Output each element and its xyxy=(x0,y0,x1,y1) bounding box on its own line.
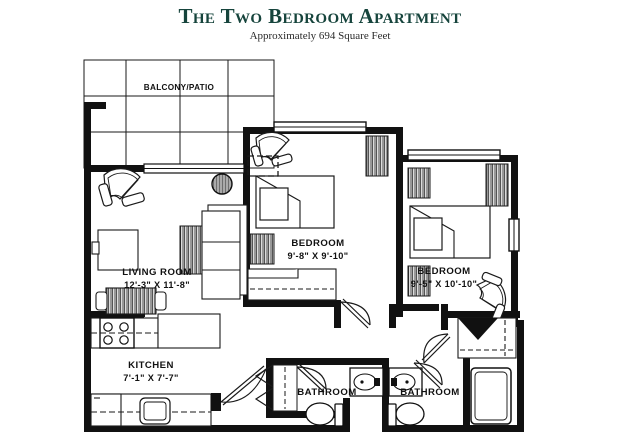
closet-bedroom-1 xyxy=(247,268,337,301)
bed-bedroom-2 xyxy=(409,205,491,259)
toilet-bathroom-1 xyxy=(305,402,344,427)
floorplan-drawing: BALCONY/PATIO xyxy=(78,56,558,438)
page-title: The Two Bedroom Apartment xyxy=(178,4,462,28)
entry-door xyxy=(220,365,267,406)
dresser-bedroom-1-left xyxy=(249,233,275,265)
door-bathroom-2 xyxy=(413,359,443,389)
toilet-bathroom-2 xyxy=(387,402,425,427)
living-room: LIVING ROOM 12'-3" X 11'-8" xyxy=(91,168,248,336)
bedroom-2: BEDROOM 9'-5" X 10'-10" xyxy=(407,163,517,364)
bathroom-1: BATHROOM xyxy=(296,363,384,427)
side-table-round xyxy=(211,173,233,195)
balcony-area: BALCONY/PATIO xyxy=(83,59,275,169)
bedroom-1: BEDROOM 9'-8" X 9'-10" xyxy=(247,131,389,329)
dresser-bedroom-1-top xyxy=(365,135,389,177)
windows xyxy=(143,121,520,252)
bedroom-1-dimensions: 9'-8" X 9'-10" xyxy=(288,251,349,261)
dresser-bedroom-2-right xyxy=(485,163,509,207)
kitchen-sink xyxy=(139,397,171,425)
title-block: The Two Bedroom Apartment Approximately … xyxy=(0,4,640,43)
bedroom-2-dimensions: 9'-5" X 10'-10" xyxy=(411,279,477,289)
armchair-bedroom-1 xyxy=(250,131,293,167)
dresser-bedroom-2-left-bottom xyxy=(407,265,431,297)
kitchen-counter-upper xyxy=(157,313,221,349)
door-bathroom-1 xyxy=(296,363,327,393)
bedroom-2-label: BEDROOM xyxy=(417,266,470,277)
living-room-label: LIVING ROOM xyxy=(122,267,191,278)
kitchen-label: KITCHEN xyxy=(128,360,174,371)
tv-console xyxy=(91,229,139,271)
page-subtitle: Approximately 694 Square Feet xyxy=(249,30,391,42)
window-bedroom-1 xyxy=(273,121,367,133)
bathroom-1-label: BATHROOM xyxy=(297,387,356,398)
bathroom-2-label: BATHROOM xyxy=(400,387,459,398)
kitchen: KITCHEN 7'-1" X 7'-7" xyxy=(90,313,267,427)
window-bedroom-2 xyxy=(407,149,501,161)
balcony-label: BALCONY/PATIO xyxy=(144,83,215,92)
window-living-room xyxy=(143,163,245,174)
sofa-living-room xyxy=(201,204,248,300)
vanity-bathroom-2 xyxy=(388,367,423,397)
dresser-bedroom-2-left-top xyxy=(407,167,431,199)
living-room-dimensions: 12'-3" X 11'-8" xyxy=(124,280,190,290)
kitchen-dimensions: 7'-1" X 7'-7" xyxy=(123,373,178,383)
kitchen-wall-stub xyxy=(211,393,221,411)
armchair-living-room xyxy=(98,168,145,207)
bathroom-2: BATHROOM xyxy=(387,359,512,427)
hallway-closet-marker xyxy=(247,155,279,177)
coffee-table-living-room xyxy=(95,287,167,315)
door-bedroom-1 xyxy=(340,298,371,329)
window-bedroom-2-side xyxy=(508,218,520,252)
linen-closet xyxy=(254,364,298,412)
closet-bedroom-2 xyxy=(457,317,517,359)
door-bedroom-2 xyxy=(421,333,451,364)
vanity-bathroom-1 xyxy=(349,367,384,397)
bed-bedroom-1 xyxy=(255,175,335,229)
bedroom-1-label: BEDROOM xyxy=(291,238,344,249)
bathtub-bathroom-2 xyxy=(470,367,512,425)
